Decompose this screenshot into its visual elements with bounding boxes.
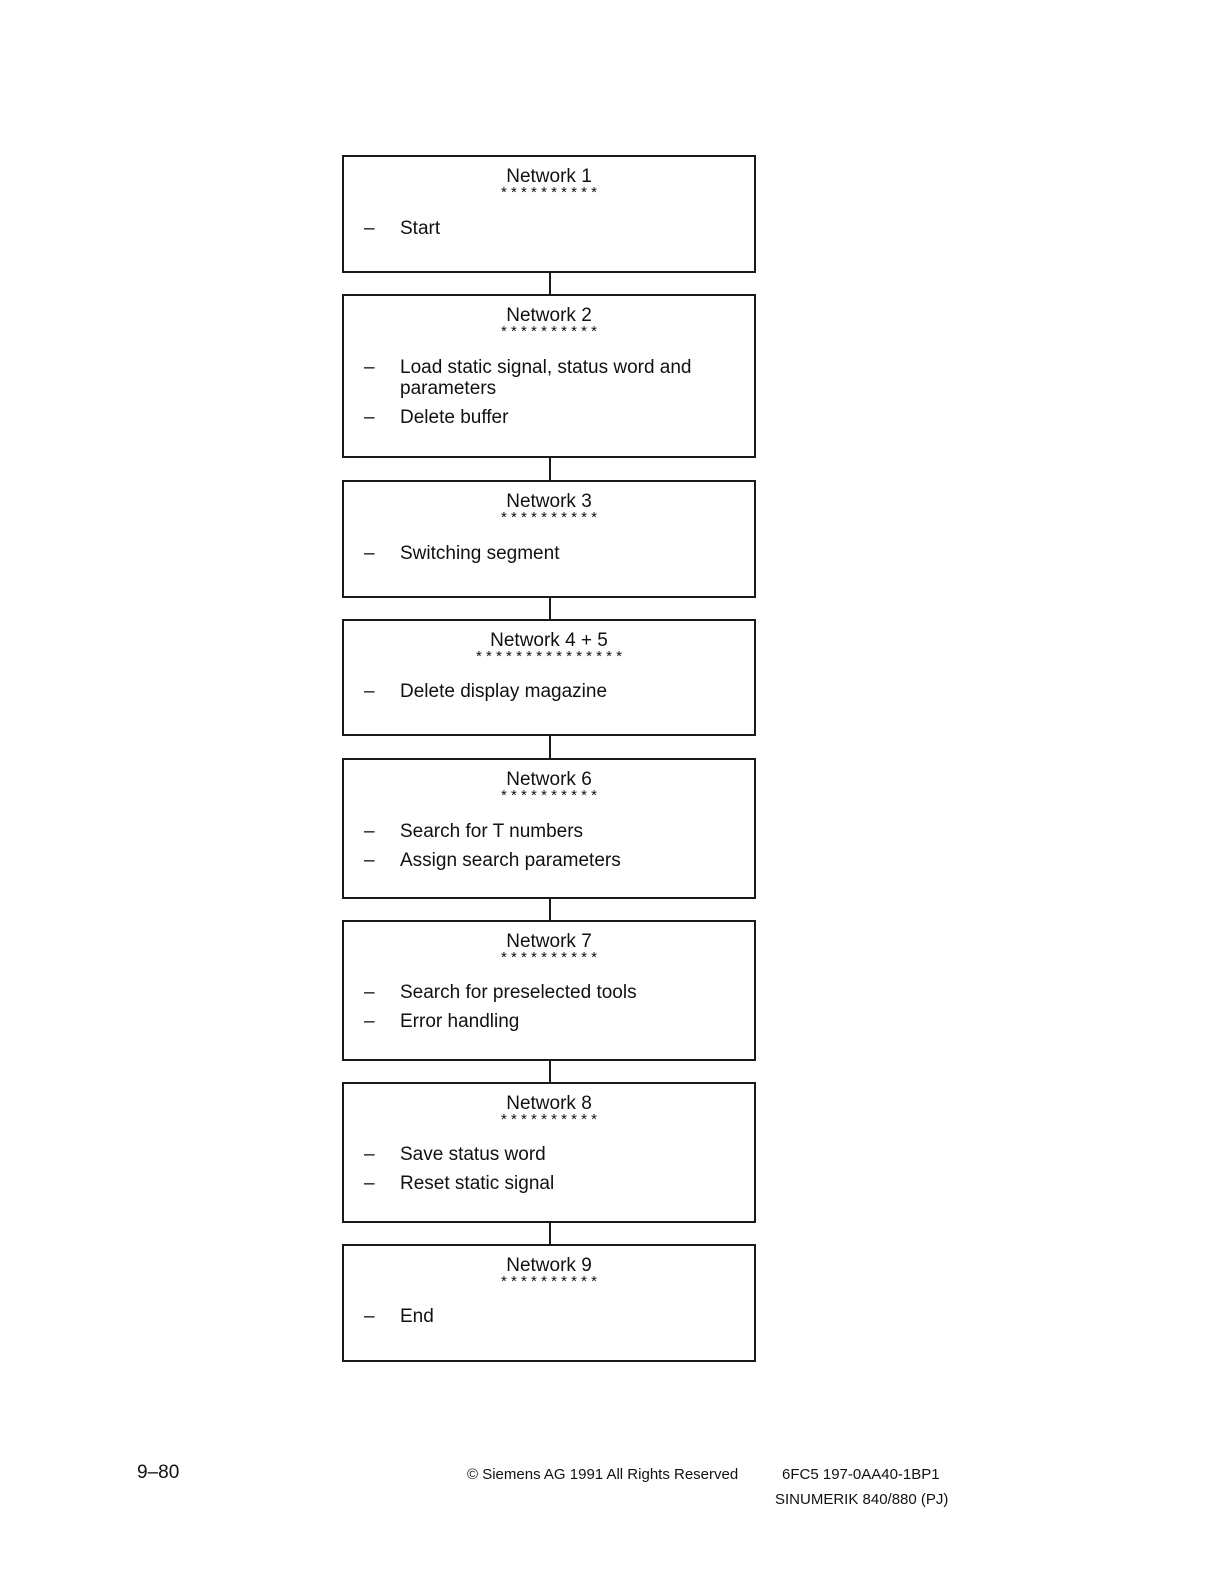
network-title: Network 2	[506, 305, 592, 326]
list-item-text: Assign search parameters	[400, 850, 621, 871]
network-box-9: Network 9 * * * * * * * * * * – End	[342, 1244, 756, 1362]
network-item-list: – End	[364, 1306, 740, 1335]
list-item-text: Search for T numbers	[400, 821, 584, 842]
connector-line	[549, 598, 551, 619]
list-item: – Reset static signal	[364, 1173, 740, 1194]
connector-line	[549, 273, 551, 294]
list-item: – End	[364, 1306, 740, 1327]
dash-bullet: –	[364, 357, 375, 378]
list-item: – Save status word	[364, 1144, 740, 1165]
network-stars: * * * * * * * * * *	[501, 184, 597, 201]
connector-line	[549, 458, 551, 480]
network-item-list: – Search for preselected tools – Error h…	[364, 982, 740, 1040]
dash-bullet: –	[364, 407, 375, 428]
connector-line	[549, 899, 551, 920]
network-item-list: – Save status word – Reset static signal	[364, 1144, 740, 1202]
list-item: – Load static signal, status word and pa…	[364, 357, 740, 399]
network-stars: * * * * * * * * * *	[501, 1273, 597, 1290]
list-item: – Delete buffer	[364, 407, 740, 428]
list-item-text: End	[400, 1306, 434, 1327]
network-stars: * * * * * * * * * *	[501, 509, 597, 526]
network-item-list: – Switching segment	[364, 543, 740, 572]
list-item: – Start	[364, 218, 740, 239]
dash-bullet: –	[364, 543, 375, 564]
list-item-text: Delete display magazine	[400, 681, 608, 702]
dash-bullet: –	[364, 821, 375, 842]
network-stars: * * * * * * * * * * * * * * *	[476, 648, 622, 665]
network-title: Network 7	[506, 931, 592, 952]
network-box-6: Network 6 * * * * * * * * * * – Search f…	[342, 758, 756, 899]
network-title: Network 4 + 5	[490, 630, 608, 651]
connector-line	[549, 1061, 551, 1082]
network-item-list: – Search for T numbers – Assign search p…	[364, 821, 740, 879]
dash-bullet: –	[364, 1011, 375, 1032]
network-title: Network 1	[506, 166, 592, 187]
list-item: – Switching segment	[364, 543, 740, 564]
network-box-8: Network 8 * * * * * * * * * * – Save sta…	[342, 1082, 756, 1223]
copyright-notice: © Siemens AG 1991 All Rights Reserved	[467, 1466, 739, 1483]
network-box-3: Network 3 * * * * * * * * * * – Switchin…	[342, 480, 756, 598]
network-title: Network 3	[506, 491, 592, 512]
list-item-text: Switching segment	[400, 543, 560, 564]
network-stars: * * * * * * * * * *	[501, 1111, 597, 1128]
network-box-4-5: Network 4 + 5 * * * * * * * * * * * * * …	[342, 619, 756, 736]
network-title: Network 9	[506, 1255, 592, 1276]
list-item-text: Error handling	[400, 1011, 520, 1032]
network-box-1: Network 1 * * * * * * * * * * – Start	[342, 155, 756, 273]
list-item-text: Start	[400, 218, 441, 239]
list-item: – Error handling	[364, 1011, 740, 1032]
list-item: – Assign search parameters	[364, 850, 740, 871]
network-title: Network 6	[506, 769, 592, 790]
network-stars: * * * * * * * * * *	[501, 949, 597, 966]
list-item-text: Search for preselected tools	[400, 982, 637, 1003]
dash-bullet: –	[364, 218, 375, 239]
network-box-2: Network 2 * * * * * * * * * * – Load sta…	[342, 294, 756, 458]
network-stars: * * * * * * * * * *	[501, 787, 597, 804]
list-item-text: Reset static signal	[400, 1173, 555, 1194]
connector-line	[549, 1223, 551, 1244]
list-item: – Delete display magazine	[364, 681, 740, 702]
network-item-list: – Delete display magazine	[364, 681, 740, 710]
list-item: – Search for preselected tools	[364, 982, 740, 1003]
dash-bullet: –	[364, 850, 375, 871]
dash-bullet: –	[364, 982, 375, 1003]
list-item: – Search for T numbers	[364, 821, 740, 842]
order-number: 6FC5 197-0AA40-1BP1	[782, 1466, 940, 1483]
network-item-list: – Start	[364, 218, 740, 247]
connector-line	[549, 736, 551, 758]
network-box-7: Network 7 * * * * * * * * * * – Search f…	[342, 920, 756, 1061]
network-title: Network 8	[506, 1093, 592, 1114]
dash-bullet: –	[364, 1306, 375, 1327]
list-item-text: Delete buffer	[400, 407, 509, 428]
network-stars: * * * * * * * * * *	[501, 323, 597, 340]
page-number: 9–80	[137, 1462, 180, 1483]
dash-bullet: –	[364, 681, 375, 702]
product-name: SINUMERIK 840/880 (PJ)	[775, 1491, 949, 1508]
list-item-text: Save status word	[400, 1144, 546, 1165]
dash-bullet: –	[364, 1173, 375, 1194]
network-item-list: – Load static signal, status word and pa…	[364, 357, 740, 436]
dash-bullet: –	[364, 1144, 375, 1165]
list-item-text: Load static signal, status word and para…	[400, 357, 692, 399]
